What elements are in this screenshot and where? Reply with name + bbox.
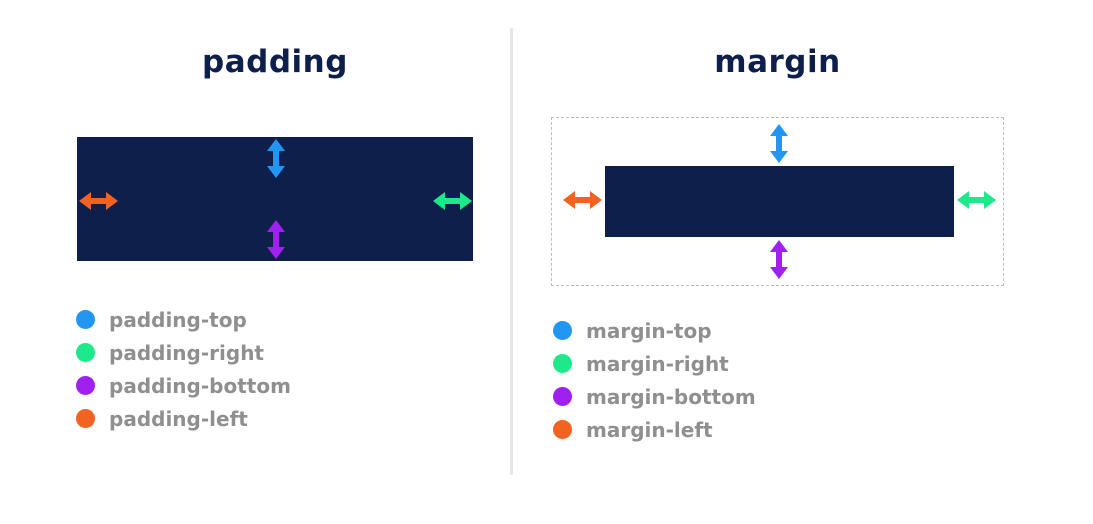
legend-item-padding-top: padding-top: [76, 303, 291, 336]
legend-item-margin-bottom: margin-bottom: [553, 380, 756, 413]
margin-title: margin: [714, 44, 841, 80]
green-dot-icon: [553, 354, 572, 373]
legend-item-margin-left: margin-left: [553, 413, 756, 446]
legend-item-padding-right: padding-right: [76, 336, 291, 369]
legend-label: margin-top: [586, 318, 712, 343]
margin-element-box: [605, 166, 954, 237]
legend-label: margin-right: [586, 351, 729, 376]
blue-dot-icon: [553, 321, 572, 340]
padding-title: padding: [202, 44, 348, 80]
legend-label: padding-left: [109, 406, 248, 431]
legend-label: padding-bottom: [109, 373, 291, 398]
padding-legend: padding-top padding-right padding-bottom…: [76, 303, 291, 435]
margin-outer-box: [551, 117, 1004, 286]
green-dot-icon: [76, 343, 95, 362]
panel-divider: [510, 28, 513, 475]
orange-dot-icon: [76, 409, 95, 428]
legend-label: padding-right: [109, 340, 264, 365]
margin-bottom-arrow-icon: [770, 240, 788, 279]
legend-label: padding-top: [109, 307, 247, 332]
orange-dot-icon: [553, 420, 572, 439]
legend-label: margin-bottom: [586, 384, 756, 409]
margin-left-arrow-icon: [563, 191, 602, 209]
margin-top-arrow-icon: [770, 124, 788, 163]
blue-dot-icon: [76, 310, 95, 329]
padding-top-arrow-icon: [267, 139, 285, 178]
padding-left-arrow-icon: [79, 192, 118, 210]
legend-item-padding-bottom: padding-bottom: [76, 369, 291, 402]
purple-dot-icon: [76, 376, 95, 395]
legend-item-padding-left: padding-left: [76, 402, 291, 435]
legend-label: margin-left: [586, 417, 713, 442]
legend-item-margin-top: margin-top: [553, 314, 756, 347]
padding-bottom-arrow-icon: [267, 220, 285, 259]
margin-right-arrow-icon: [957, 191, 996, 209]
margin-legend: margin-top margin-right margin-bottom ma…: [553, 314, 756, 446]
purple-dot-icon: [553, 387, 572, 406]
padding-right-arrow-icon: [433, 192, 472, 210]
legend-item-margin-right: margin-right: [553, 347, 756, 380]
